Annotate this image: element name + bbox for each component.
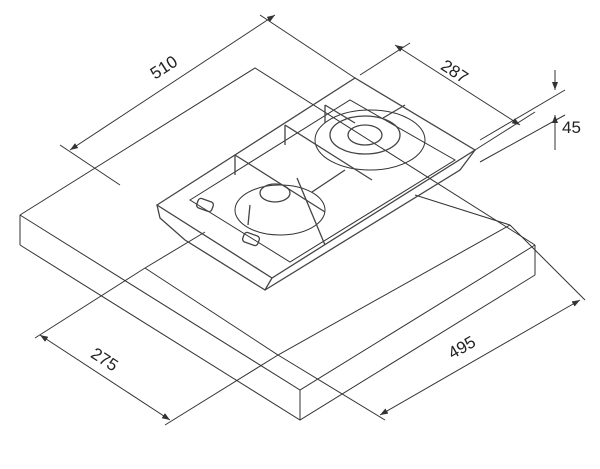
dimension-lines [34, 14, 586, 426]
cutout [144, 194, 511, 356]
dimension-label-height: 45 [562, 118, 581, 137]
knob-icon [241, 231, 261, 247]
hob [155, 77, 477, 291]
knob-icon [195, 197, 215, 213]
